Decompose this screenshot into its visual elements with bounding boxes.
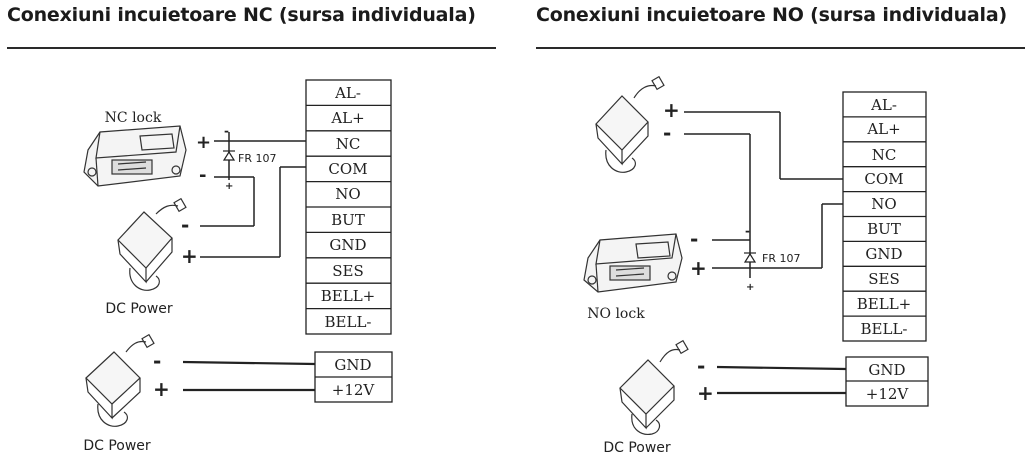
no-lock-minus-sign: - xyxy=(690,227,698,251)
nc-power-terminal-block xyxy=(314,351,393,403)
no-terminal-al-minus: AL- xyxy=(870,96,897,114)
nc-terminal-block xyxy=(305,79,392,335)
no-dc-power-label: DC Power xyxy=(603,440,671,456)
no-terminal-al-plus: AL+ xyxy=(866,120,900,138)
nc-terminal-but: BUT xyxy=(331,211,365,229)
no-lock-plus-sign: + xyxy=(690,256,707,280)
nc-terminal-gnd: GND xyxy=(329,236,366,254)
nc-lock-icon xyxy=(83,125,187,187)
nc-terminal-nc: NC xyxy=(336,135,361,153)
nc-power-supply-2-icon xyxy=(85,333,155,427)
no-power-supply-2-icon xyxy=(619,339,689,435)
nc-terminal-no: NO xyxy=(335,185,360,203)
nc-terminal-ses: SES xyxy=(332,262,364,280)
no-psu2-minus-sign: - xyxy=(697,354,705,378)
nc-diode-icon xyxy=(222,150,236,161)
nc-lock-label: NC lock xyxy=(105,110,162,126)
no-terminal-block xyxy=(842,91,927,342)
nc-diagram-title: Conexiuni incuietoare NC (sursa individu… xyxy=(7,4,476,26)
nc-power-supply-icon xyxy=(117,197,187,291)
no-terminal-ses: SES xyxy=(868,270,900,288)
no-psu-minus-sign: - xyxy=(663,121,671,145)
nc-terminal-bell-plus: BELL+ xyxy=(321,287,375,305)
no-diode-minus-sign: - xyxy=(745,224,750,238)
no-terminal-bell-plus: BELL+ xyxy=(857,295,911,313)
nc-diode-plus-sign: + xyxy=(225,181,233,192)
nc-wires xyxy=(200,132,306,258)
no-diode-icon xyxy=(743,252,757,263)
no-terminal-com: COM xyxy=(864,170,903,188)
no-power2-wires xyxy=(716,365,847,395)
nc-power2-wires xyxy=(182,360,316,392)
no-power-terminal-12v: +12V xyxy=(866,385,910,403)
nc-terminal-al-minus: AL- xyxy=(334,84,361,102)
no-lock-label: NO lock xyxy=(587,306,645,322)
no-diagram-title: Conexiuni incuietoare NO (sursa individu… xyxy=(536,4,1007,26)
no-psu2-plus-sign: + xyxy=(697,381,714,405)
nc-dc-power-label: DC Power xyxy=(105,301,173,317)
nc-psu2-minus-sign: - xyxy=(153,349,161,373)
nc-lock-minus-sign: - xyxy=(199,165,206,186)
no-title-divider xyxy=(536,47,1025,49)
no-psu-plus-sign: + xyxy=(663,98,680,122)
no-terminal-but: BUT xyxy=(867,220,901,238)
nc-psu2-plus-sign: + xyxy=(153,377,170,401)
nc-psu-plus-sign: + xyxy=(181,244,198,268)
nc-diode-minus-sign: - xyxy=(224,124,229,138)
nc-terminal-bell-minus: BELL- xyxy=(325,313,372,331)
nc-psu-minus-sign: - xyxy=(181,213,189,237)
nc-power-terminal-12v: +12V xyxy=(332,381,376,399)
no-terminal-no: NO xyxy=(871,195,896,213)
no-diode-label: FR 107 xyxy=(762,252,800,265)
no-terminal-bell-minus: BELL- xyxy=(861,320,908,338)
nc-power-terminal-gnd: GND xyxy=(334,356,371,374)
no-power-terminal-gnd: GND xyxy=(868,361,905,379)
nc-dc-power-2-label: DC Power xyxy=(83,438,151,454)
no-terminal-nc: NC xyxy=(872,146,897,164)
no-lock-icon xyxy=(583,233,683,293)
no-power-terminal-block xyxy=(845,356,929,407)
nc-diode-label: FR 107 xyxy=(238,152,276,165)
no-power-supply-icon xyxy=(595,75,665,173)
no-terminal-gnd: GND xyxy=(865,245,902,263)
nc-terminal-al-plus: AL+ xyxy=(330,109,364,127)
nc-terminal-com: COM xyxy=(328,160,367,178)
no-diode-plus-sign: + xyxy=(746,282,754,293)
nc-title-divider xyxy=(7,47,496,49)
nc-lock-plus-sign: + xyxy=(196,132,211,153)
